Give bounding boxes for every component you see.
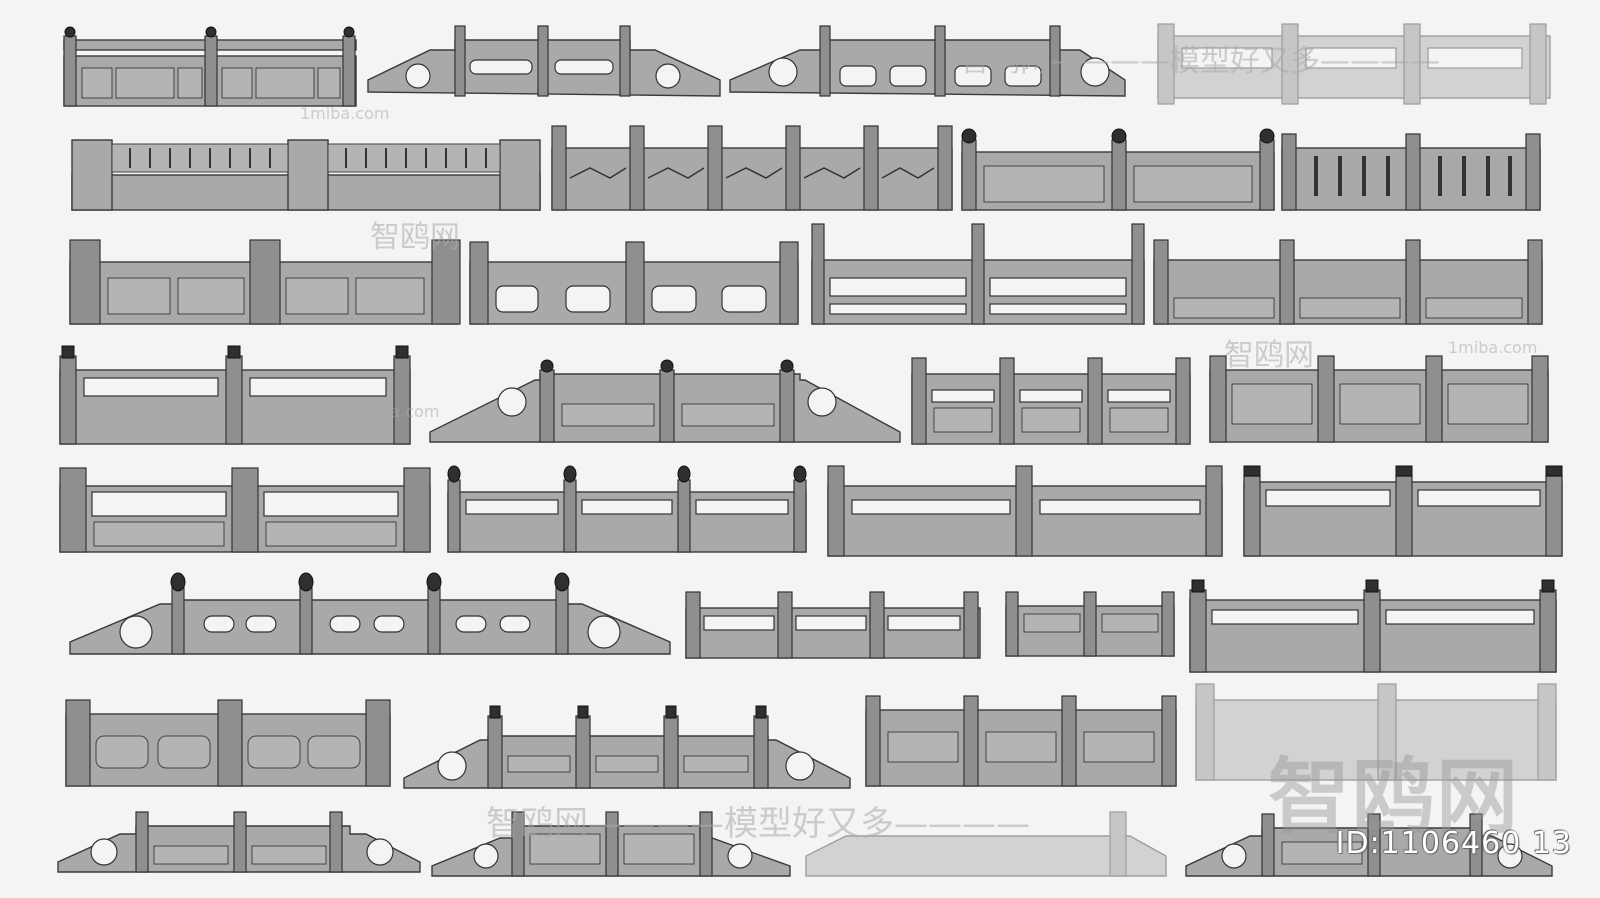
railing-27 — [865, 695, 1177, 787]
watermark-site-4: 1miba.com — [1448, 338, 1538, 357]
watermark-bottom: 智鸥网————模型好又多———— — [486, 804, 1030, 844]
railing-20 — [1243, 465, 1563, 557]
railing-15 — [911, 357, 1191, 445]
railing-30 — [431, 811, 791, 877]
railing-21 — [69, 572, 671, 655]
railing-6 — [551, 125, 953, 211]
watermark-brand-2: 智鸥网 — [370, 220, 460, 255]
railing-4 — [1157, 23, 1551, 105]
railing-24 — [1189, 579, 1557, 673]
railing-31 — [805, 811, 1167, 877]
watermark-top: 智鸥网————模型好又多———— — [960, 44, 1440, 79]
railing-5 — [71, 139, 541, 211]
railing-7 — [961, 128, 1275, 211]
railing-22 — [685, 591, 981, 659]
watermark-main: 智鸥网 — [1267, 750, 1520, 845]
railing-11 — [811, 223, 1145, 325]
watermark-site-5: 1miba.com — [350, 402, 440, 421]
railing-29 — [57, 811, 421, 873]
watermark-site-1: 1miba.com — [300, 104, 390, 123]
railing-26 — [403, 705, 851, 789]
railing-18 — [447, 465, 807, 553]
railing-14 — [429, 359, 901, 443]
railing-12 — [1153, 239, 1543, 325]
railing-17 — [59, 467, 431, 553]
id-label: ID:1106460 13 — [1335, 826, 1572, 861]
railing-19 — [827, 465, 1223, 557]
railing-16 — [1209, 355, 1549, 443]
railing-28 — [1195, 683, 1557, 781]
railing-8 — [1281, 133, 1541, 211]
railing-1 — [63, 26, 357, 107]
railing-13 — [59, 345, 411, 445]
railing-32 — [1185, 813, 1553, 877]
railing-9 — [69, 239, 461, 325]
railing-25 — [65, 699, 391, 787]
railing-23 — [1005, 591, 1175, 657]
railing-3 — [729, 25, 1126, 97]
railing-2 — [367, 25, 721, 97]
watermark-brand-3: 智鸥网 — [1224, 338, 1314, 373]
railing-10 — [469, 241, 799, 325]
